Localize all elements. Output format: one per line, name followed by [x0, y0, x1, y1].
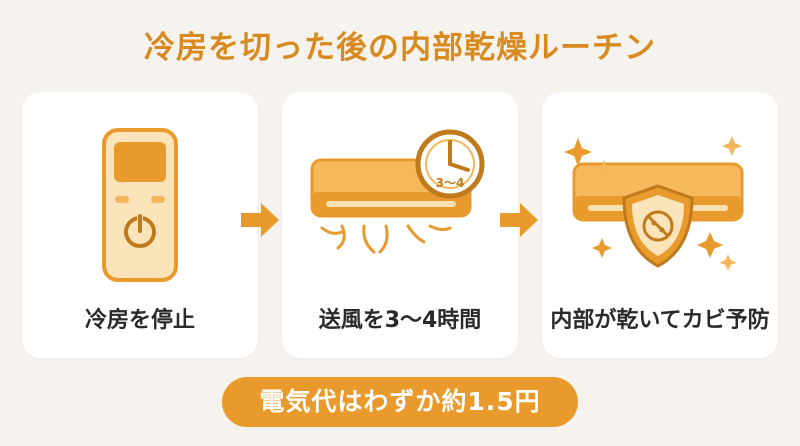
- sparkle-icon: [722, 136, 742, 156]
- aircon-clock-icon: 3〜4: [310, 129, 485, 254]
- cost-badge: 電気代はわずか約1.5円: [222, 377, 578, 427]
- aircon-shield-icon: [564, 136, 744, 271]
- arrow-right-icon: [500, 203, 538, 237]
- step-card-mold-prevention: 内部が乾いてカビ予防: [542, 92, 778, 358]
- remote-power-icon: [102, 128, 178, 282]
- sparkle-icon: [595, 160, 613, 177]
- step-card-fan-mode: 3〜4 送風を3〜4時間: [282, 92, 518, 358]
- step-label: 送風を3〜4時間: [318, 308, 482, 333]
- step-label: 内部が乾いてカビ予防: [550, 308, 770, 333]
- arrow-right-icon: [241, 203, 279, 237]
- sparkle-icon: [697, 232, 723, 258]
- page-title: 冷房を切った後の内部乾燥ルーチン: [144, 30, 656, 66]
- step-label: 冷房を停止: [84, 308, 195, 333]
- sparkle-icon: [719, 254, 737, 271]
- sparkle-icon: [592, 238, 612, 258]
- sparkle-icon: [564, 138, 592, 166]
- clock-text: 3〜4: [436, 176, 465, 190]
- step-card-stop-cooling: 冷房を停止: [22, 92, 258, 358]
